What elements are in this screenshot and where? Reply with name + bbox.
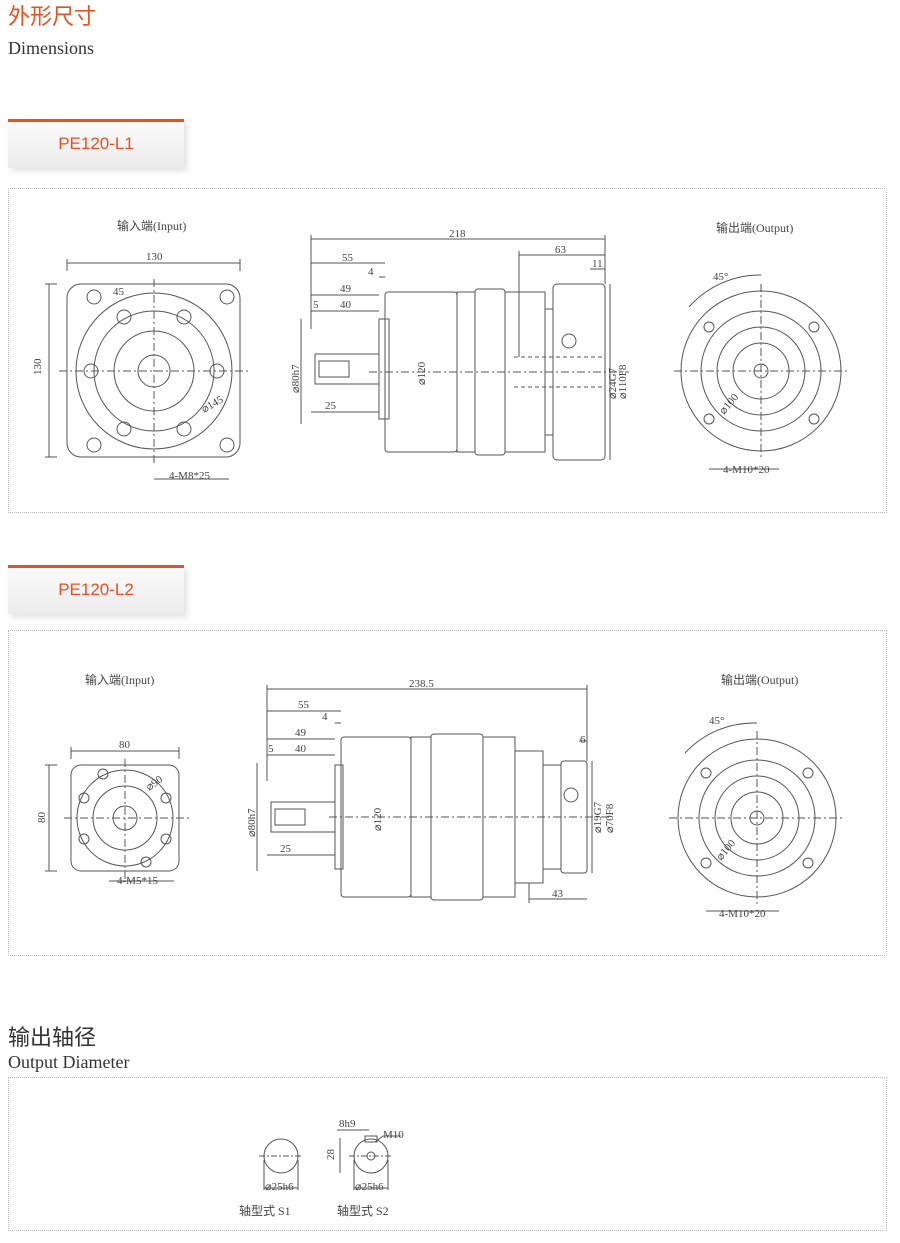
dim-bolt-1: 4-M8*25: [169, 470, 210, 482]
s1-caption: 轴型式 S1: [239, 1203, 291, 1218]
drawing-2: 输入端(Input) 80 80 ⌀90 4-M5*15 238.5 55 4 …: [36, 672, 845, 920]
out-angle-2: 45°: [709, 715, 724, 727]
dim-height-2: 80: [36, 812, 48, 824]
dim-width-2: 80: [119, 739, 131, 751]
dim-body-1: ⌀120: [416, 361, 428, 385]
out-bolt-2: 4-M10*20: [719, 908, 766, 920]
dim-25-2: 25: [280, 843, 292, 855]
s2-thread: M10: [383, 1129, 404, 1141]
input-label-2: 输入端(Input): [85, 672, 154, 687]
dim-pcd-1: ⌀145: [200, 393, 226, 415]
output-label-2: 输出端(Output): [721, 672, 798, 687]
dim-6-2: 6: [580, 734, 586, 746]
dim-55-2: 55: [298, 699, 310, 711]
dim-flange1-2: ⌀19G7: [592, 801, 604, 833]
s2-height: 28: [325, 1149, 337, 1161]
dim-flange2-2: ⌀70F8: [604, 803, 616, 833]
page-title-en: Dimensions: [8, 38, 95, 58]
input-label-1: 输入端(Input): [117, 218, 186, 233]
page-title-cn: 外形尺寸: [8, 5, 97, 30]
tab-model-2[interactable]: PE120-L2: [8, 565, 184, 614]
dim-25-1: 25: [325, 400, 337, 412]
drawing-panel-2: 输入端(Input) 80 80 ⌀90 4-M5*15 238.5 55 4 …: [8, 630, 887, 956]
dim-5-1: 5: [313, 299, 319, 311]
dim-bolt-2: 4-M5*15: [117, 875, 158, 887]
dim-shaft-2: ⌀80h7: [246, 808, 258, 837]
dim-55-1: 55: [342, 252, 354, 264]
tab-model-1-label: PE120-L1: [58, 134, 134, 153]
drawing-panel-1: 输入端(Input) 130 130 45 ⌀145 4-M8*25 218 5…: [8, 188, 887, 513]
shaft-drawing: ⌀25h6 轴型式 S1 8h9 M10 28 ⌀25h6 轴型式 S2: [239, 1118, 404, 1218]
out-angle-1: 45°: [713, 271, 728, 283]
out-pcd-2: ⌀100: [714, 837, 738, 863]
dim-4-2: 4: [322, 711, 328, 723]
dim-63-1: 63: [555, 244, 567, 256]
s2-key: 8h9: [339, 1118, 356, 1130]
dim-flange1-1: ⌀24G7: [607, 367, 619, 399]
dim-total-1: 218: [449, 228, 466, 240]
dim-pcd-2: ⌀90: [144, 773, 166, 793]
section-title-en: Output Diameter: [8, 1052, 130, 1072]
dim-49-2: 49: [295, 727, 307, 739]
s1-dia: ⌀25h6: [265, 1181, 294, 1193]
s2-dia: ⌀25h6: [355, 1181, 384, 1193]
dim-11-1: 11: [592, 258, 603, 270]
dim-width-1: 130: [146, 251, 163, 263]
dim-shaft-1: ⌀80h7: [290, 364, 302, 393]
out-pcd-1: ⌀100: [717, 391, 741, 417]
input-shaft-2: [270, 801, 336, 833]
dim-5-2: 5: [268, 743, 274, 755]
tab-model-2-label: PE120-L2: [58, 580, 134, 599]
s2-caption: 轴型式 S2: [337, 1203, 389, 1218]
out-bolt-1: 4-M10*20: [723, 464, 770, 476]
dim-40-1: 40: [340, 299, 352, 311]
drawing-1: 输入端(Input) 130 130 45 ⌀145 4-M8*25 218 5…: [32, 218, 849, 482]
dim-40-2: 40: [295, 743, 307, 755]
dim-total-2: 238.5: [409, 678, 434, 690]
shaft-panel: ⌀25h6 轴型式 S1 8h9 M10 28 ⌀25h6 轴型式 S2: [8, 1077, 887, 1231]
output-label-1: 输出端(Output): [716, 220, 793, 235]
dim-body-2: ⌀120: [372, 807, 384, 831]
dim-angle-1: 45: [113, 286, 125, 298]
dim-4-1: 4: [368, 266, 374, 278]
section-title-cn: 输出轴径: [8, 1026, 97, 1051]
input-shaft-1: [314, 353, 380, 385]
dim-43-2: 43: [552, 888, 564, 900]
tab-model-1[interactable]: PE120-L1: [8, 119, 184, 168]
dim-flange2-1: ⌀110F8: [617, 364, 629, 399]
dim-49-1: 49: [340, 283, 352, 295]
dim-height-1: 130: [32, 358, 44, 375]
